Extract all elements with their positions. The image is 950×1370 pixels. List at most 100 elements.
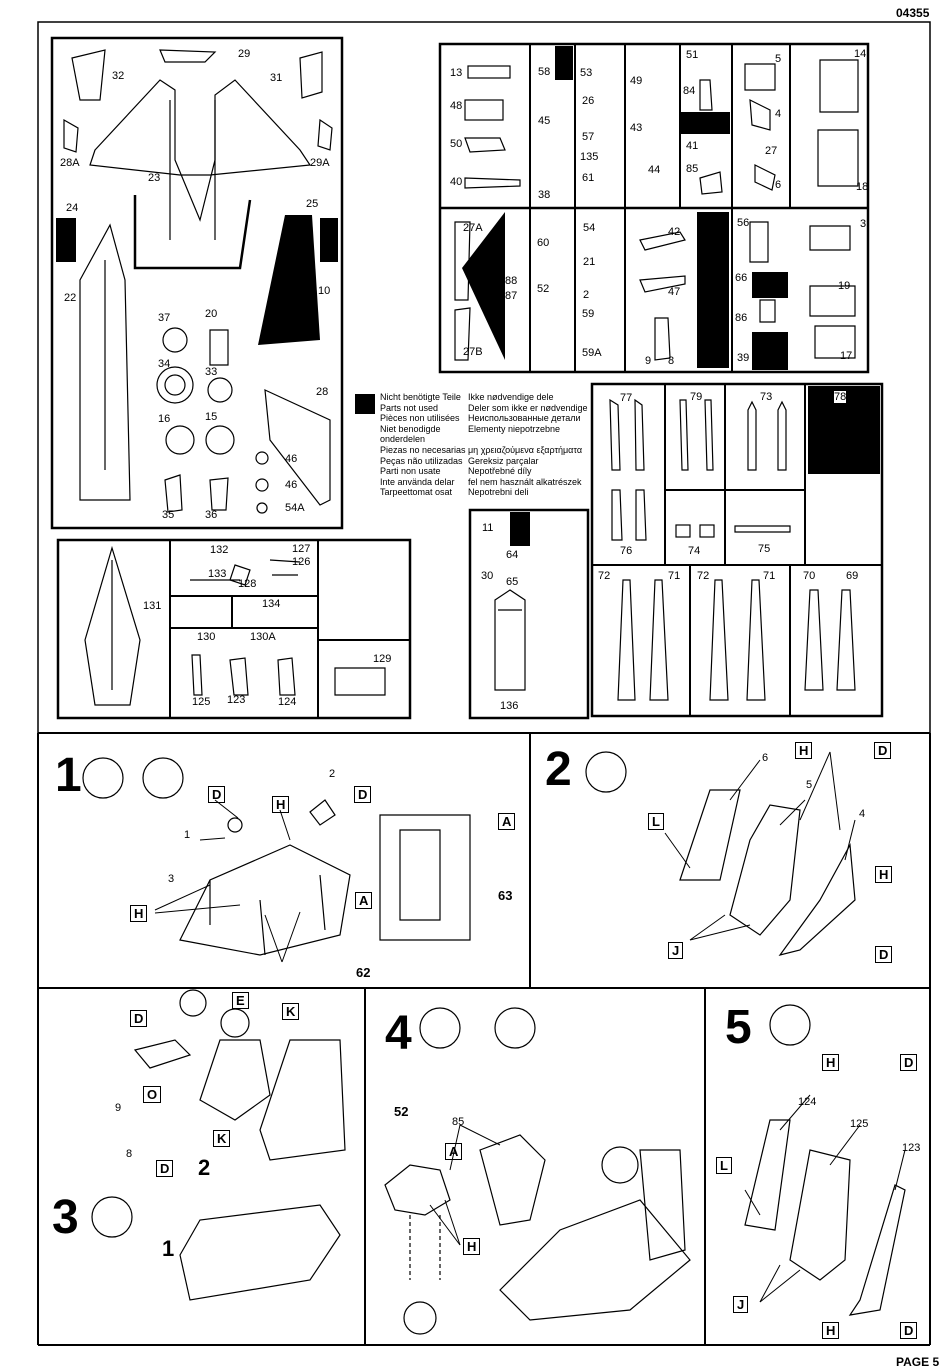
legend-text: Nepotřebné díly xyxy=(468,466,532,477)
part-56: 56 xyxy=(737,217,750,229)
part-32: 32 xyxy=(112,70,125,82)
part-37: 37 xyxy=(158,312,171,324)
page-number: PAGE 5 xyxy=(896,1355,940,1369)
part-124: 124 xyxy=(278,696,297,708)
callout-h: H xyxy=(463,1238,481,1255)
part-24: 24 xyxy=(66,202,79,214)
callout-j: J xyxy=(733,1296,749,1313)
part-74: 74 xyxy=(688,545,701,557)
step-part: 8 xyxy=(126,1148,133,1160)
part-30: 30 xyxy=(481,570,494,582)
part-134: 134 xyxy=(262,598,281,610)
callout-d: D xyxy=(900,1054,918,1071)
part-72a: 72 xyxy=(598,570,611,582)
step-part: 2 xyxy=(329,768,336,780)
part-49: 49 xyxy=(630,75,643,87)
part-57: 57 xyxy=(582,131,595,143)
part-27b: 27B xyxy=(463,346,483,358)
legend-text: fel nem használt alkatrészek xyxy=(468,476,582,487)
part-72b: 72 xyxy=(697,570,710,582)
part-10: 10 xyxy=(318,285,331,297)
part-6: 6 xyxy=(775,179,782,191)
callout-k: K xyxy=(213,1130,231,1147)
part-38: 38 xyxy=(538,189,551,201)
part-43: 43 xyxy=(630,122,643,134)
part-127: 127 xyxy=(292,543,311,555)
step-part: 2 xyxy=(198,1155,211,1180)
part-126: 126 xyxy=(292,556,311,568)
callout-o: O xyxy=(143,1086,162,1103)
part-16: 16 xyxy=(158,413,171,425)
callout-l: L xyxy=(716,1157,732,1174)
part-34: 34 xyxy=(158,358,171,370)
step-part: 9 xyxy=(115,1102,122,1114)
callout-a: A xyxy=(445,1143,463,1160)
step-2-number: 2 xyxy=(545,743,572,796)
legend-text: Parts not used xyxy=(380,402,439,413)
ref-number: 62 xyxy=(356,965,371,980)
part-9: 9 xyxy=(645,355,652,367)
step-part: 3 xyxy=(168,873,175,885)
part-86: 86 xyxy=(735,312,748,324)
callout-h: H xyxy=(822,1054,840,1071)
part-58: 58 xyxy=(538,66,551,78)
part-130: 130 xyxy=(197,631,216,643)
ref-number: 63 xyxy=(498,888,513,903)
part-5: 5 xyxy=(775,53,782,65)
catalog-code: 04355 xyxy=(896,6,930,20)
callout-l: L xyxy=(648,813,664,830)
part-11: 11 xyxy=(482,522,494,534)
part-66: 66 xyxy=(735,272,748,284)
part-36: 36 xyxy=(205,509,218,521)
part-136: 136 xyxy=(500,700,519,712)
callout-k: K xyxy=(282,1003,300,1020)
part-41: 41 xyxy=(686,140,699,152)
legend-text: Nicht benötigte Teile xyxy=(380,392,461,402)
step-part: 5 xyxy=(806,779,813,791)
step-part: 4 xyxy=(859,808,866,820)
legend-text: Parti non usate xyxy=(380,466,441,477)
legend-text: Pièces non utilisées xyxy=(380,413,460,424)
part-42: 42 xyxy=(668,226,681,238)
part-130a: 130A xyxy=(250,631,276,643)
part-135: 135 xyxy=(580,151,599,163)
part-60: 60 xyxy=(537,237,550,249)
part-45: 45 xyxy=(538,115,551,127)
step-1-number: 1 xyxy=(55,749,82,802)
callout-h: H xyxy=(130,905,148,922)
step-part: 52 xyxy=(394,1104,409,1119)
part-35: 35 xyxy=(162,509,175,521)
callout-e: E xyxy=(232,992,249,1009)
part-54a: 54A xyxy=(285,502,305,514)
legend-text: Piezas no necesarias xyxy=(380,444,466,455)
part-22: 22 xyxy=(64,292,77,304)
part-26: 26 xyxy=(582,95,595,107)
part-69: 69 xyxy=(846,570,859,582)
part-8: 8 xyxy=(668,355,675,367)
part-78: 78 xyxy=(834,391,847,403)
part-23: 23 xyxy=(148,172,161,184)
part-79: 79 xyxy=(690,391,703,403)
callout-d: D xyxy=(874,742,892,759)
part-75: 75 xyxy=(758,543,771,555)
step-part: 124 xyxy=(798,1096,817,1108)
part-4: 4 xyxy=(775,108,782,120)
part-3: 3 xyxy=(860,218,867,230)
step-4-number: 4 xyxy=(385,1007,412,1060)
part-54: 54 xyxy=(583,222,596,234)
part-131: 131 xyxy=(143,600,162,612)
part-28: 28 xyxy=(316,386,329,398)
legend-text: Inte använda delar xyxy=(380,476,455,487)
part-46a: 46 xyxy=(285,453,298,465)
part-71b: 71 xyxy=(763,570,776,582)
part-31: 31 xyxy=(270,72,283,84)
callout-a: A xyxy=(498,813,516,830)
legend-text: Deler som ikke er nødvendige xyxy=(468,402,588,413)
step-part: 1 xyxy=(162,1236,175,1261)
part-20: 20 xyxy=(205,308,218,320)
part-85: 85 xyxy=(686,163,699,175)
part-48: 48 xyxy=(450,100,463,112)
legend-text: Niet benodigde onderdelen xyxy=(380,423,441,445)
part-2: 2 xyxy=(583,289,590,301)
